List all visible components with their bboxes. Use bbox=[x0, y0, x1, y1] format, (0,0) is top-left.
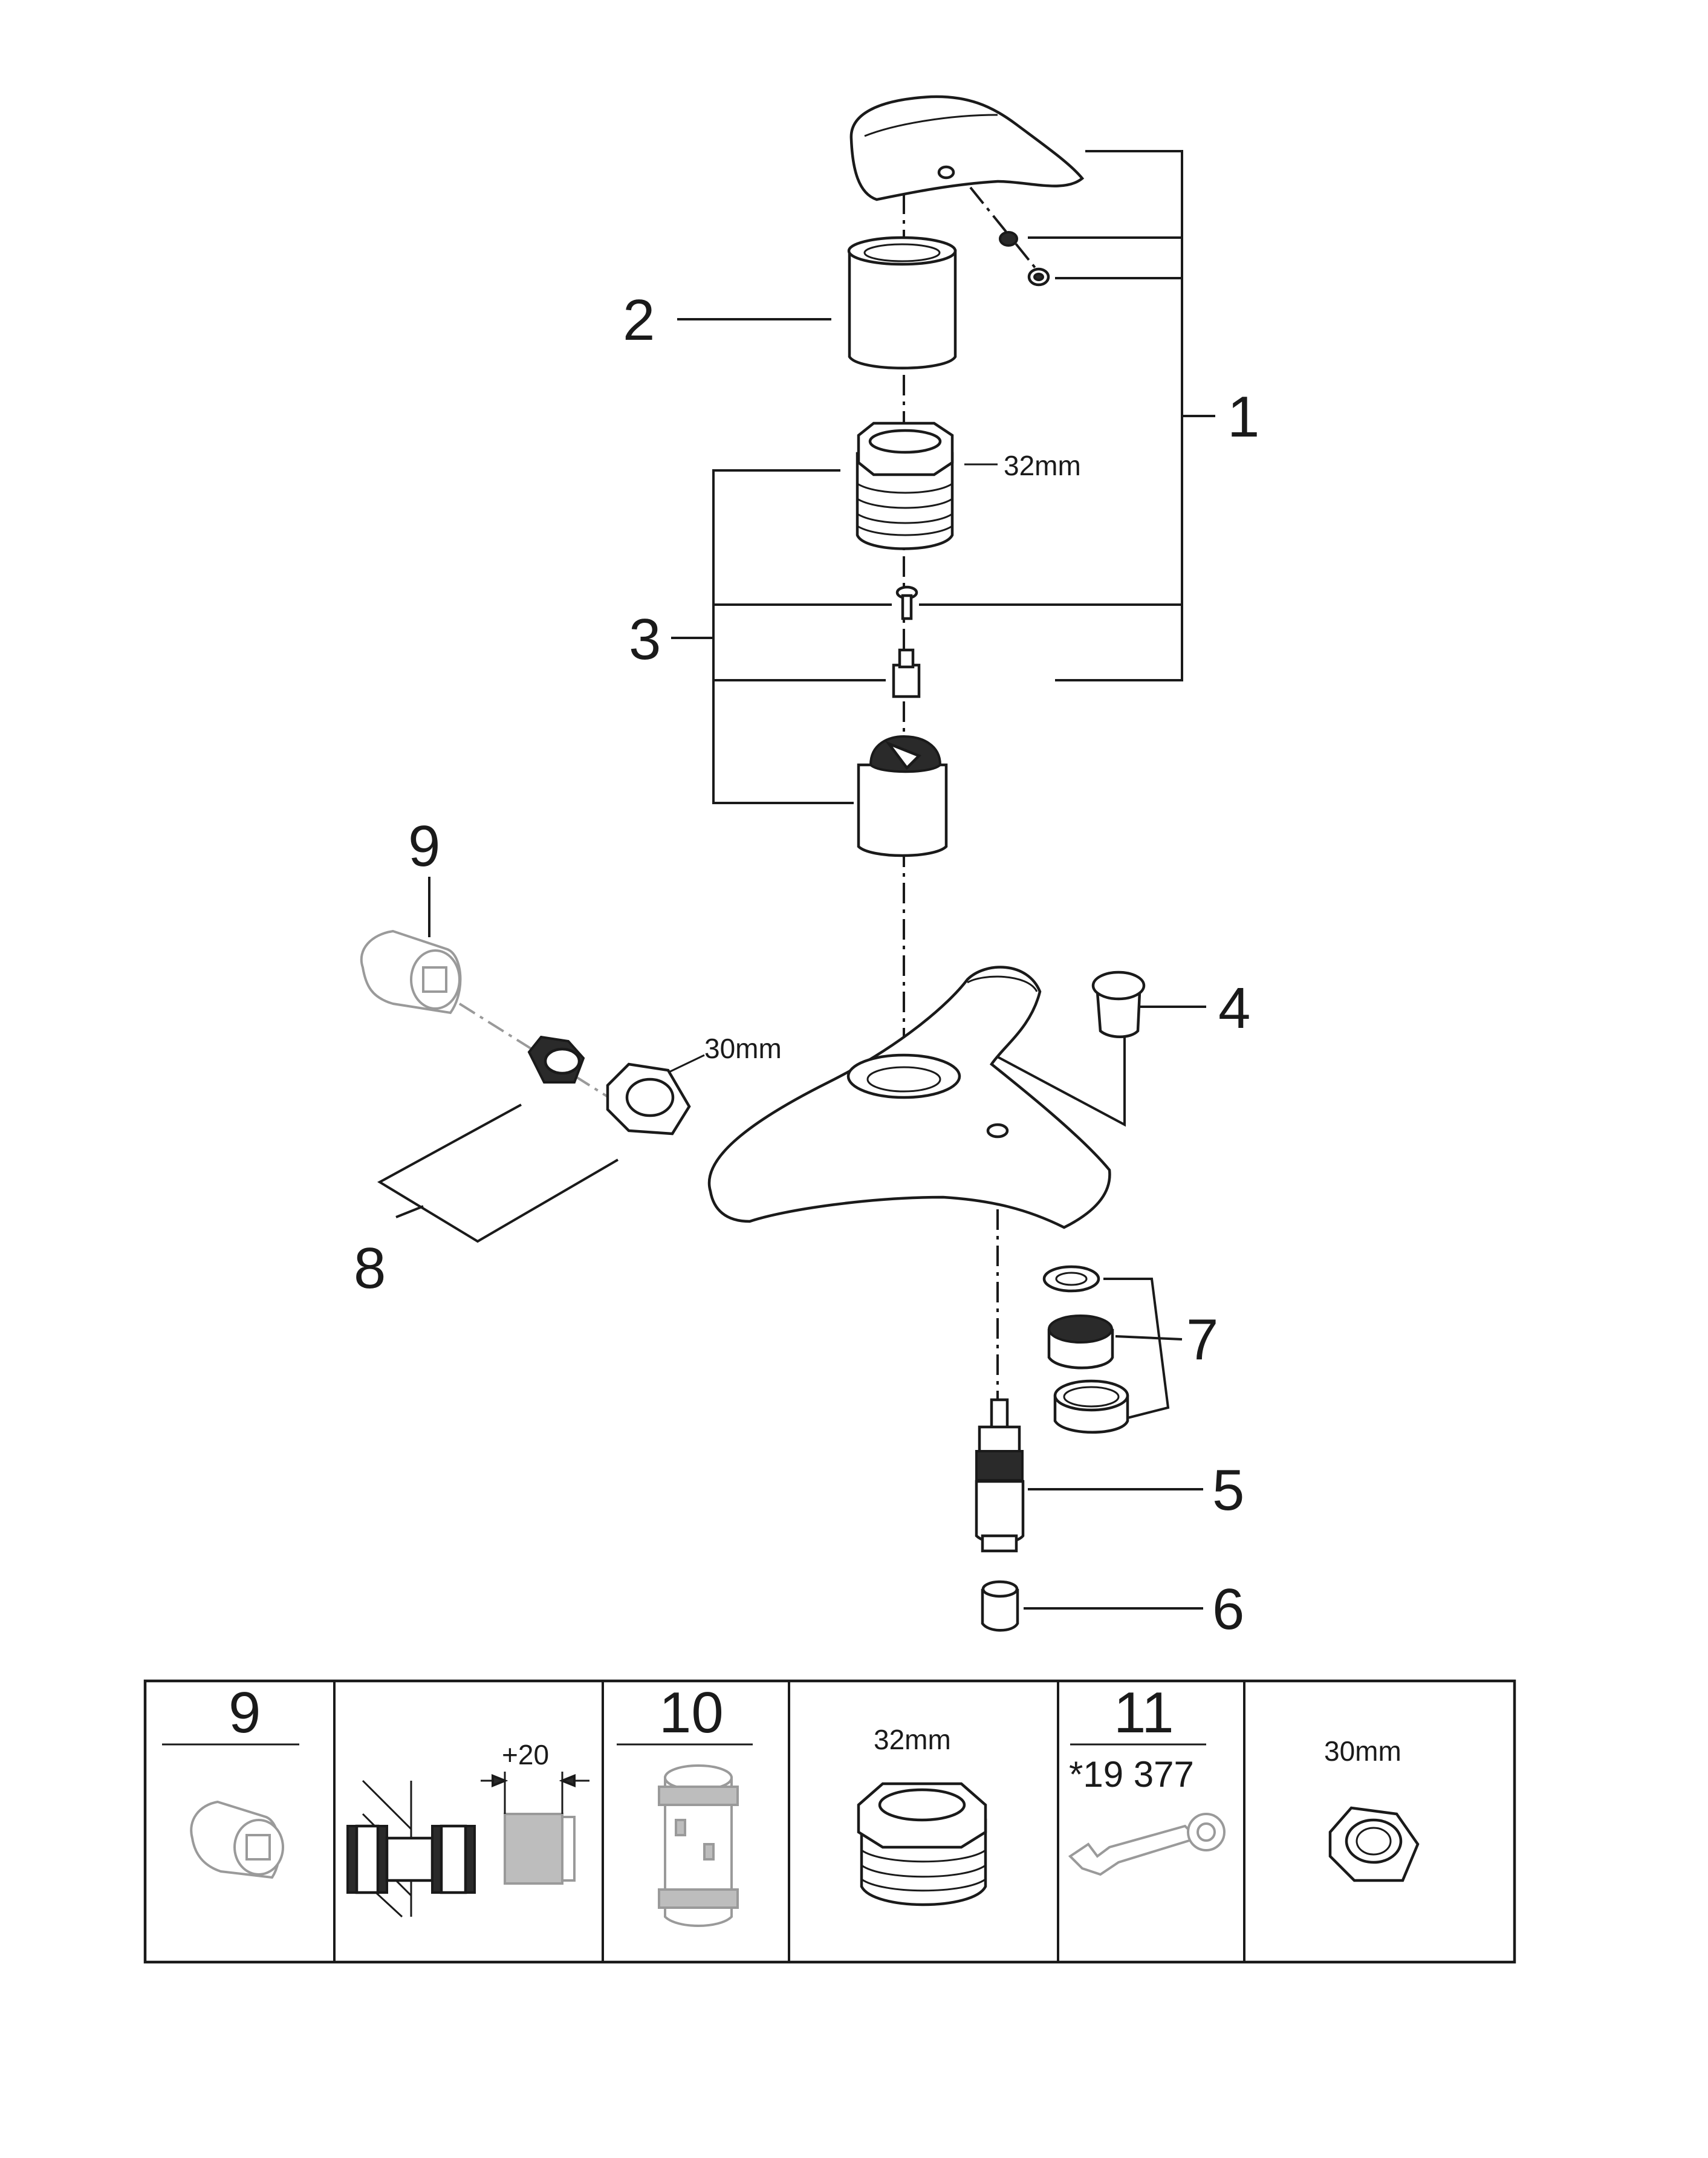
cover-sleeve bbox=[847, 236, 957, 369]
legend-extension-adaptor bbox=[190, 1800, 284, 1879]
callout-5: 5 bbox=[1212, 1458, 1244, 1523]
extension-adaptor bbox=[360, 929, 462, 1015]
callout-1: 1 bbox=[1227, 385, 1259, 449]
callout-4-leader bbox=[988, 1006, 1206, 1127]
lever-handle bbox=[849, 95, 1085, 201]
legend-headpart-nut bbox=[857, 1782, 987, 1906]
headpart-nut bbox=[856, 421, 954, 550]
callout-7: 7 bbox=[1186, 1307, 1218, 1372]
callout-2: 2 bbox=[623, 288, 655, 353]
dimension-32mm: 32mm bbox=[1004, 450, 1081, 481]
diverter-knob bbox=[981, 1580, 1019, 1632]
legend-headpart-nut-dimension: 32mm bbox=[874, 1724, 951, 1755]
legend-extension-dimension: +20 bbox=[502, 1739, 549, 1770]
spindle-extension bbox=[892, 648, 921, 698]
reducer-nipple bbox=[527, 1035, 585, 1084]
legend-wrench-icon bbox=[1068, 1813, 1226, 1876]
callout-9: 9 bbox=[408, 814, 440, 879]
legend-union-nut bbox=[1328, 1806, 1420, 1882]
aerator-washer bbox=[1042, 1265, 1100, 1293]
aerator-insert bbox=[1047, 1315, 1114, 1370]
spare-parts-legend-table bbox=[143, 1679, 1516, 1964]
callout-6: 6 bbox=[1212, 1577, 1244, 1642]
dimension-30mm: 30mm bbox=[704, 1033, 782, 1064]
faucet-body bbox=[707, 966, 1111, 1229]
legend-extension-sleeve bbox=[658, 1764, 739, 1927]
legend-union-nut-dimension: 30mm bbox=[1324, 1735, 1401, 1767]
callout-3-bracket bbox=[671, 469, 892, 804]
callout-8-bracket bbox=[377, 1103, 619, 1243]
legend-tool-code: *19 377 bbox=[1069, 1754, 1194, 1795]
diverter-cartridge bbox=[975, 1398, 1025, 1553]
callout-4: 4 bbox=[1218, 976, 1250, 1041]
side-assembly-axis bbox=[458, 1003, 615, 1102]
legend-cell-3-number: 10 bbox=[659, 1680, 724, 1745]
callout-7-bracket bbox=[1103, 1278, 1183, 1419]
cap-plug bbox=[1091, 970, 1146, 1038]
callout-1-bracket bbox=[919, 150, 1215, 681]
handle-screw-plug bbox=[999, 231, 1050, 287]
union-nut bbox=[606, 1062, 691, 1136]
callout-3: 3 bbox=[629, 607, 661, 672]
cartridge bbox=[857, 735, 948, 857]
cartridge-screw bbox=[895, 585, 918, 620]
callout-8: 8 bbox=[354, 1236, 386, 1301]
legend-cell-1-number: 9 bbox=[229, 1680, 261, 1745]
aerator-housing bbox=[1053, 1379, 1129, 1434]
legend-wall-extension-drawing bbox=[346, 1772, 589, 1918]
screw-axis bbox=[969, 186, 1047, 282]
legend-cell-5-number: 11 bbox=[1114, 1680, 1174, 1745]
